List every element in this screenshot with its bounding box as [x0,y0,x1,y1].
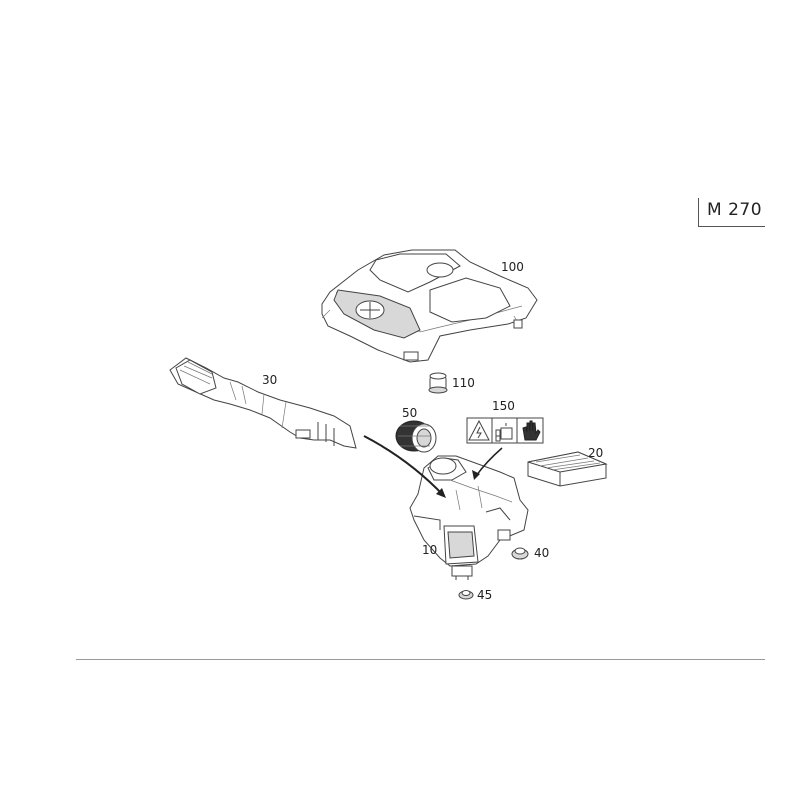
callout-50: 50 [402,406,418,420]
callout-10: 10 [422,543,438,557]
intake-duct-part[interactable] [169,357,357,449]
callout-150: 150 [492,399,515,413]
assembly-arrows [363,435,503,498]
callout-40: 40 [534,546,550,560]
model-code-label: M 270 [707,200,763,220]
callout-45: 45 [477,588,493,602]
callout-110: 110 [452,376,475,390]
air-mass-sensor-part[interactable] [395,420,437,453]
hand-protection-icon [522,420,541,441]
engine-cover-part[interactable] [321,249,538,363]
air-filter-part[interactable] [527,451,608,487]
callout-30: 30 [262,373,278,387]
rubber-mount-part[interactable] [511,547,529,560]
electric-hazard-icon [468,419,490,441]
rubber-mount-lower-part[interactable] [458,590,474,600]
grommet-part[interactable] [428,372,448,394]
warning-label-part[interactable] [466,417,544,444]
footer-divider [76,659,765,660]
manual-book-icon [495,423,513,442]
air-filter-housing-part[interactable] [409,455,529,580]
callout-20: 20 [588,446,604,460]
model-code-frame [698,198,765,227]
callout-100: 100 [501,260,524,274]
